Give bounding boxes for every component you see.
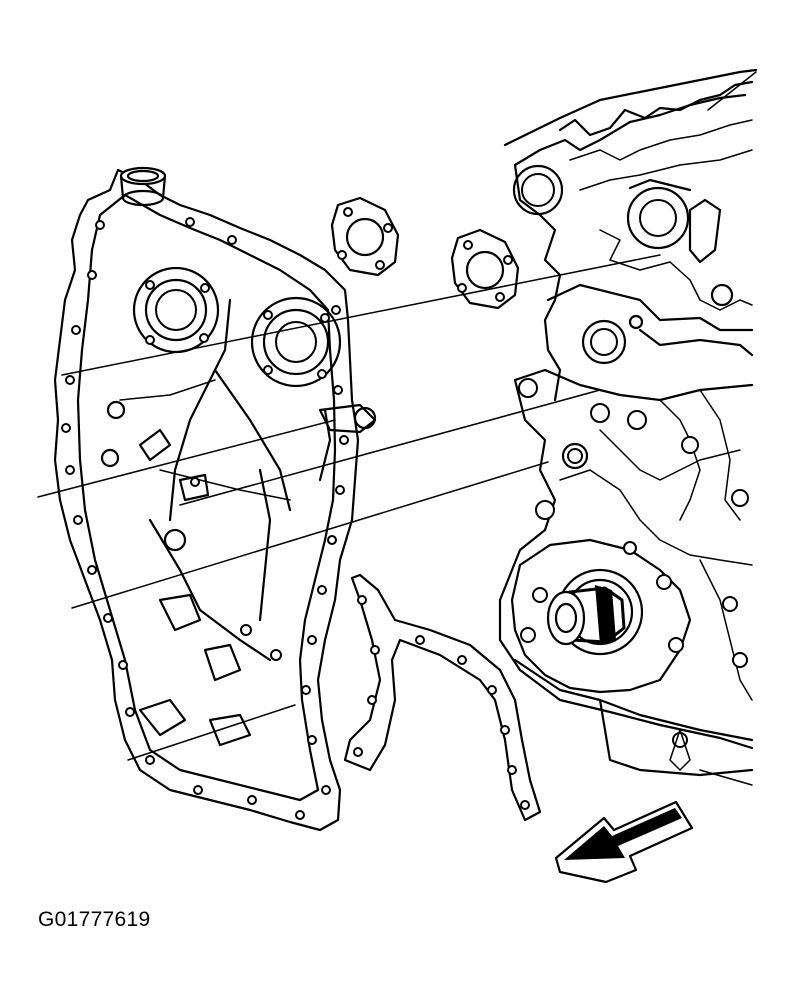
- front-direction-arrow: [554, 800, 694, 884]
- alignment-line-left-dowel: [37, 419, 336, 498]
- cam-seal-gasket-lower: [450, 228, 520, 310]
- engine-block: [498, 68, 758, 777]
- engine-front-cover: [53, 166, 377, 832]
- figure-id-label: G01777619: [38, 908, 151, 931]
- front-cover-gasket: [343, 573, 542, 822]
- alignment-lines: [37, 71, 757, 786]
- cam-seal-gasket-upper: [330, 196, 400, 277]
- alignment-line-pan: [699, 769, 753, 786]
- alignment-line-lower: [127, 704, 296, 761]
- alignment-line-mid: [179, 389, 601, 506]
- alignment-line-upper-cam: [61, 254, 661, 376]
- alignment-line-dowel: [71, 461, 549, 609]
- alignment-line-head: [707, 71, 757, 111]
